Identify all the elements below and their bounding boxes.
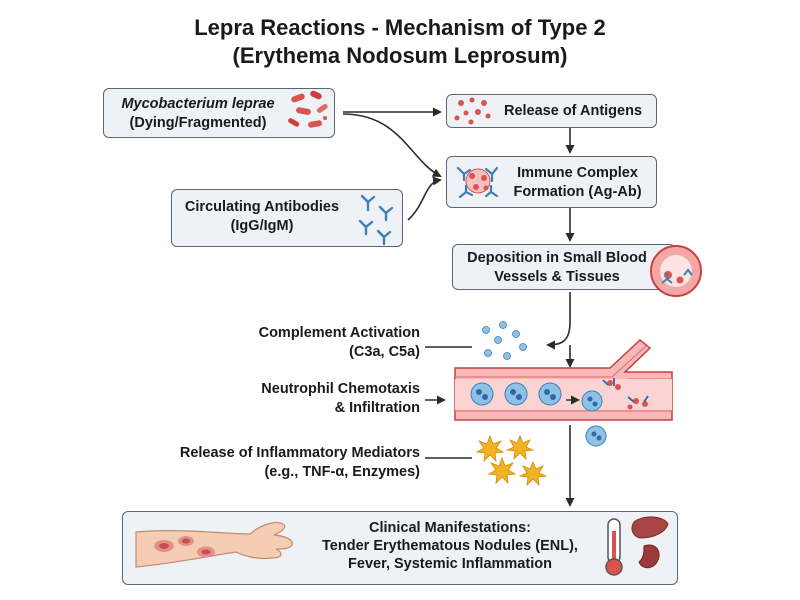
clinical-line-3: Fever, Systemic Inflammation (348, 556, 552, 572)
flow-arrows (342, 107, 575, 507)
title-line-2: (Erythema Nodosum Leprosum) (232, 43, 568, 68)
deposition-line-1: Deposition in Small Blood (467, 250, 647, 266)
mycobacterium-name: Mycobacterium leprae (121, 96, 275, 112)
complement-dots-icon (482, 321, 527, 360)
complement-line-2: (C3a, C5a) (349, 344, 420, 360)
antibodies-line-1: Circulating Antibodies (184, 199, 340, 215)
neutrophil-line-1: Neutrophil Chemotaxis (261, 381, 420, 397)
vessel-cross-section-icon (650, 245, 702, 297)
blood-vessel-icon (454, 339, 673, 447)
thermometer-icon (605, 518, 623, 576)
antibody-icon (358, 194, 394, 246)
title-line-1: Lepra Reactions - Mechanism of Type 2 (194, 15, 606, 40)
antigen-dots-icon (454, 97, 491, 125)
bacteria-icon (288, 90, 328, 128)
complement-line-1: Complement Activation (258, 325, 420, 341)
antigens-box (446, 94, 657, 128)
neutrophil-line-2: & Infiltration (334, 400, 420, 416)
antigens-label: Release of Antigens (503, 103, 643, 119)
deposition-box (452, 244, 676, 290)
immune-complex-box (446, 156, 657, 208)
deposition-line-2: Vessels & Tissues (494, 269, 620, 285)
clinical-line-2: Tender Erythematous Nodules (ENL), (322, 538, 578, 554)
kidney-icon (638, 544, 660, 569)
antibodies-line-2: (IgG/IgM) (230, 218, 294, 234)
immune-complex-icon (456, 166, 499, 199)
arm-icon (135, 521, 293, 568)
mediators-line-2: (e.g., TNF-α, Enzymes) (264, 464, 420, 480)
clinical-line-1: Clinical Manifestations: (369, 520, 531, 536)
immune-complex-line-1: Immune Complex (517, 165, 638, 181)
mycobacterium-detail: (Dying/Fragmented) (129, 115, 267, 131)
mediators-line-1: Release of Inflammatory Mediators (179, 445, 420, 461)
liver-icon (631, 516, 669, 539)
mediator-burst-icon (475, 434, 548, 487)
immune-complex-line-2: Formation (Ag-Ab) (513, 184, 642, 200)
